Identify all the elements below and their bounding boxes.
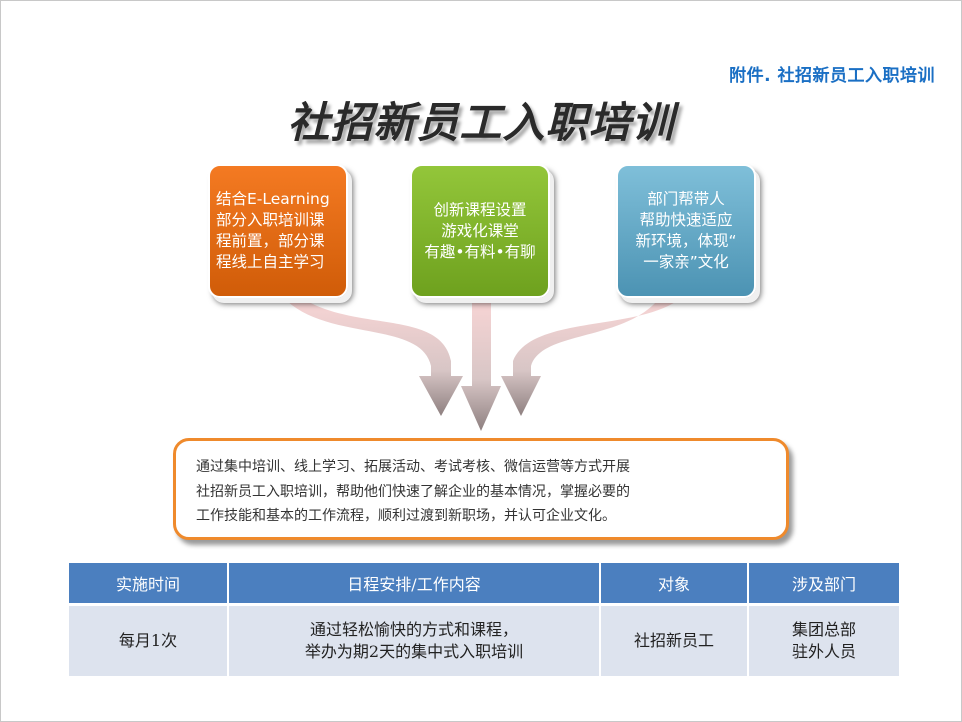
page-title: 社招新员工入职培训 [287,98,675,147]
mentor-box: 部门帮带人 帮助快速适应 新环境，体现“ 一家亲”文化 [616,164,756,298]
course-design-box-text: 创新课程设置 游戏化课堂 有趣•有料•有聊 [424,200,536,261]
cell-target: 社招新员工 [600,604,749,676]
cell-department: 集团总部 驻外人员 [748,604,899,676]
mentor-box-text: 部门帮带人 帮助快速适应 新环境，体现“ 一家亲”文化 [635,190,737,271]
header-time: 实施时间 [69,563,229,606]
elearning-box-text: 结合E-Learning 部分入职培训课 程前置，部分课 程线上自主学习 [216,190,330,271]
center-arrow [461,301,501,431]
description-box: 通过集中培训、线上学习、拓展活动、考试考核、微信运营等方式开展 社招新员工入职培… [173,438,789,540]
left-arrow [287,301,463,416]
right-arrow [501,301,677,416]
schedule-table: 实施时间 日程安排/工作内容 对象 涉及部门 每月1次 通过轻松愉快的方式和课程… [69,563,899,676]
appendix-label: 附件. 社招新员工入职培训 [729,66,935,86]
elearning-box: 结合E-Learning 部分入职培训课 程前置，部分课 程线上自主学习 [208,164,348,298]
header-content: 日程安排/工作内容 [228,563,601,606]
table-header-row: 实施时间 日程安排/工作内容 对象 涉及部门 [69,563,899,606]
header-department: 涉及部门 [748,563,899,606]
header-target: 对象 [600,563,749,606]
cell-time: 每月1次 [69,604,229,676]
table-row: 每月1次 通过轻松愉快的方式和课程， 举办为期2天的集中式入职培训 社招新员工 … [69,604,899,676]
cell-content: 通过轻松愉快的方式和课程， 举办为期2天的集中式入职培训 [228,604,601,676]
course-design-box: 创新课程设置 游戏化课堂 有趣•有料•有聊 [410,164,550,298]
